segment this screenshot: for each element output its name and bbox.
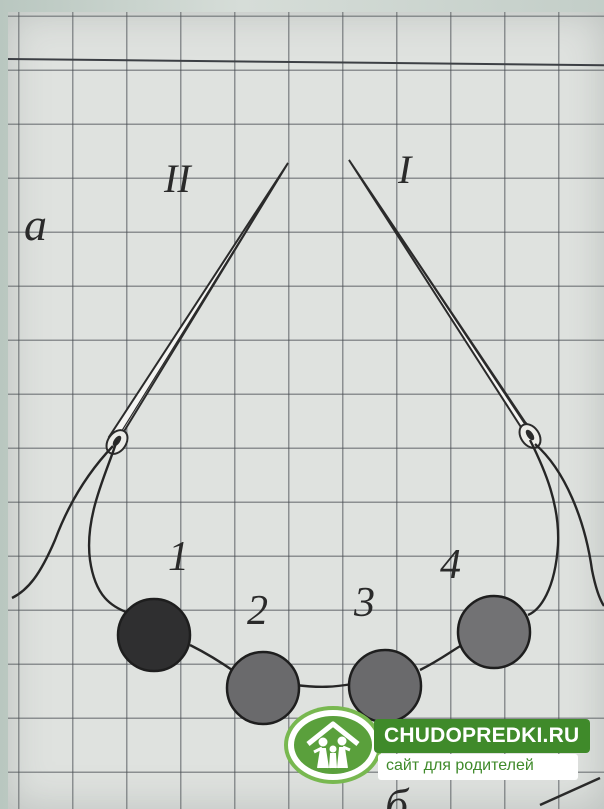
watermark-site-name: CHUDOPREDKI.RU	[384, 724, 580, 747]
bead-2	[225, 650, 301, 726]
partial-needle-b	[539, 776, 601, 807]
panel-label-b-partial: б	[385, 779, 410, 809]
watermark-logo-bubble	[288, 710, 378, 780]
watermark-title-box: CHUDOPREDKI.RU	[374, 719, 590, 753]
bead-number-3: 3	[353, 580, 375, 626]
watermark-tagline-box: сайт для родителей	[378, 754, 578, 780]
needle-i	[348, 159, 542, 449]
bead-number-1: 1	[168, 534, 189, 580]
bead-4	[456, 594, 532, 670]
site-watermark[interactable]: CHUDOPREDKI.RU сайт для родителей	[288, 707, 590, 783]
watermark-tagline: сайт для родителей	[386, 757, 534, 774]
graph-paper	[8, 12, 604, 809]
family-logo-icon	[294, 716, 372, 774]
needle-label-i: I	[397, 147, 413, 192]
needle-ii	[105, 162, 289, 455]
bead-number-2: 2	[247, 588, 268, 634]
panel-label-a: а	[24, 199, 47, 250]
thread	[11, 439, 604, 688]
needle-label-ii: II	[163, 156, 192, 201]
bead-1	[116, 597, 192, 673]
bead-number-4: 4	[440, 542, 461, 588]
